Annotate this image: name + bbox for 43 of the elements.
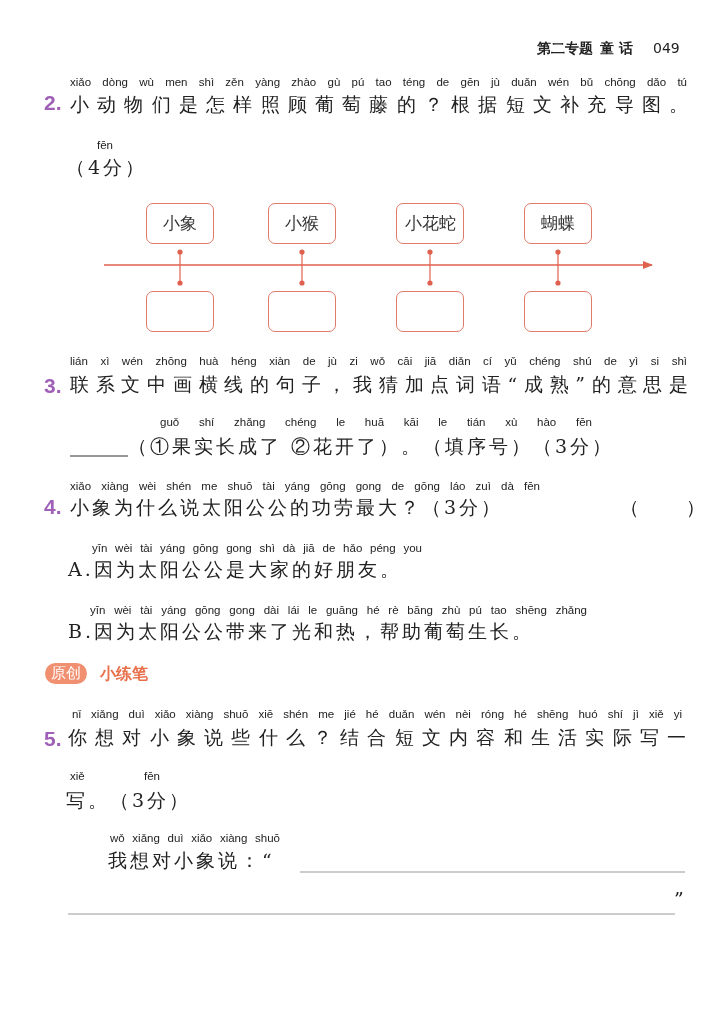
connector-line bbox=[555, 249, 561, 286]
header-text: 童 话 bbox=[600, 40, 633, 58]
connector-line bbox=[299, 249, 305, 286]
pinyin-text: xiě fēn bbox=[70, 770, 160, 782]
pinyin-text: wǒ xiǎng duì xiǎo xiàng shuō bbox=[110, 832, 280, 844]
answer-option: B.因为太阳公公带来了光和热，帮助葡萄生长。 bbox=[68, 619, 534, 645]
pinyin-text: fēn bbox=[97, 139, 113, 151]
pinyin-text: nǐ xiǎng duì xiǎo xiàng shuō xiē shén me jié hé duǎn wén nèi róng hé shēng huó shí jì xiě yi bbox=[72, 708, 682, 720]
question-text: 小象为什么说太阳公公的功劳最大？（3分） bbox=[70, 495, 504, 520]
connector-line bbox=[427, 249, 433, 286]
pinyin-text: xiǎo dòng wù men shì zěn yàng zhào gù pú tao téng de gēn jù duǎn wén bǔ chōng dǎo tú bbox=[70, 76, 687, 88]
question-number: 4. bbox=[44, 495, 62, 519]
question-number: 2. bbox=[44, 91, 62, 115]
blank-box bbox=[146, 291, 214, 332]
pinyin-text: lián xì wén zhōng huà héng xiàn de jù zi wǒ cāi jiā diǎn cí yǔ chéng shú de yì si shì bbox=[70, 355, 687, 367]
question-number: 5. bbox=[44, 727, 62, 751]
blank-box bbox=[396, 291, 464, 332]
question-text: 联系文中画横线的句子，我猜加点词语“成熟”的意思是 bbox=[70, 372, 688, 397]
question-text: （①果实长成了 ②花开了）。（填序号）（3分） bbox=[128, 434, 615, 459]
blank-box bbox=[268, 291, 336, 332]
question-number: 3. bbox=[44, 374, 62, 398]
answer-brackets: （ ） bbox=[620, 495, 708, 520]
pinyin-text: yīn wèi tài yáng gōng gong dài lái le guāng hé rè bāng zhù pú tao shēng zhǎng bbox=[90, 604, 587, 616]
connector-line bbox=[177, 249, 183, 286]
text-box: 小猴 bbox=[268, 203, 336, 244]
pinyin-text: xiǎo xiàng wèi shén me shuō tài yáng gōng gong de gōng láo zuì dà fēn bbox=[70, 480, 540, 492]
score-text: （4分） bbox=[66, 155, 148, 180]
text-box: 小花蛇 bbox=[396, 203, 464, 244]
pinyin-text: guǒ shí zhǎng chéng le huā kāi le tián xù hào fēn bbox=[160, 416, 592, 428]
text-box: 蝴蝶 bbox=[524, 203, 592, 244]
question-text: 小动物们是怎样照顾葡萄藤的？根据短文补充导图。 bbox=[70, 92, 688, 117]
question-text: 写。（3分） bbox=[66, 788, 192, 813]
page-number: 049 bbox=[653, 40, 680, 56]
section-badge: 原创 bbox=[45, 663, 87, 684]
blank-box bbox=[524, 291, 592, 332]
text-box: 小象 bbox=[146, 203, 214, 244]
pinyin-text: yīn wèi tài yáng gōng gong shì dà jiā de hǎo péng you bbox=[92, 542, 422, 554]
answer-prompt: 我想对小象说：“ bbox=[108, 848, 275, 873]
closing-quote: ” bbox=[674, 888, 687, 910]
header-text: 第二专题 bbox=[537, 40, 593, 58]
section-title: 小练笔 bbox=[100, 664, 148, 685]
answer-option: A.因为太阳公公是大家的好朋友。 bbox=[68, 557, 402, 583]
question-text: 你想对小象说些什么？结合短文内容和生活实际写一 bbox=[68, 725, 686, 750]
